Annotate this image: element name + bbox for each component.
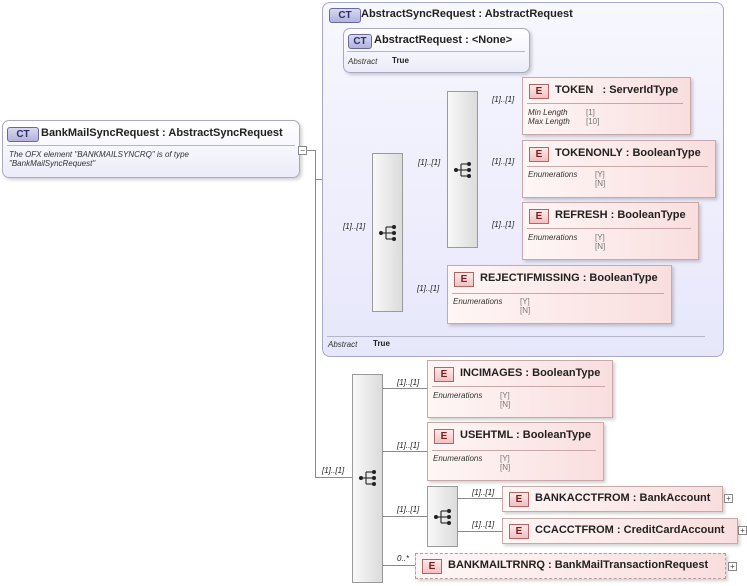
inner-choice-compositor[interactable] [372,153,403,312]
element-badge-icon: E [422,559,442,574]
root-complex-type[interactable]: CT BankMailSyncRequest : AbstractSyncReq… [2,120,300,178]
element-ccacctfrom[interactable]: E CCACCTFROM : CreditCardAccount [502,518,738,544]
sequence-icon [454,162,471,178]
element-usehtml[interactable]: E USEHTML : BooleanType Enumerations [Y]… [427,422,604,481]
element-token[interactable]: E TOKEN : ServerIdType Min Length [1] Ma… [522,77,691,135]
abstract-request-type[interactable]: CT AbstractRequest : <None> Abstract Tru… [343,28,530,73]
complex-type-badge-icon: CT [329,8,361,23]
sequence-icon [379,225,396,241]
inner-sequence-cardinality: [1]..[1] [418,158,441,167]
element-badge-icon: E [529,209,549,224]
root-name: BankMailSyncRequest [41,127,159,139]
bankmailtrnrq-expand-toggle[interactable]: + [728,562,737,571]
abstract-sync-name: AbstractSyncRequest [361,8,476,20]
ccacctfrom-expand-toggle[interactable]: + [738,526,747,535]
outer-sequence-cardinality: [1]..[1] [322,466,345,475]
abstract-request-title: AbstractRequest : <None> [374,34,513,46]
element-badge-icon: E [509,492,529,507]
element-refresh[interactable]: E REFRESH : BooleanType Enumerations [Y]… [522,202,699,260]
element-badge-icon: E [434,367,454,382]
element-bankmailtrnrq[interactable]: E BANKMAILTRNRQ : BankMailTransactionReq… [415,553,726,579]
element-badge-icon: E [434,429,454,444]
root-separator: : [162,127,166,139]
root-type: AbstractSyncRequest [168,127,283,139]
element-tokenonly[interactable]: E TOKENONLY : BooleanType Enumerations [… [522,140,716,198]
outer-sequence-compositor[interactable] [352,374,383,583]
abstract-sync-type: AbstractRequest [484,8,573,20]
root-description: The OFX element "BANKMAILSYNCRQ" is of t… [9,150,189,168]
bankacctfrom-expand-toggle[interactable]: + [724,494,733,503]
account-choice-compositor[interactable] [427,486,458,547]
complex-type-badge-icon: CT [7,127,39,142]
choice-icon [434,509,451,525]
account-choice-cardinality: [1]..[1] [397,505,420,514]
sequence-icon [359,470,376,486]
element-badge-icon: E [529,84,549,99]
inner-sequence-compositor[interactable] [447,91,478,248]
element-rejectifmissing[interactable]: E REJECTIFMISSING : BooleanType Enumerat… [447,265,672,324]
abstract-sync-footer-value: True [373,339,390,348]
element-incimages[interactable]: E INCIMAGES : BooleanType Enumerations [… [427,360,613,418]
abstract-sync-footer-label: Abstract [328,340,358,349]
abstract-sync-title: AbstractSyncRequest : AbstractRequest [361,8,573,20]
element-badge-icon: E [529,147,549,162]
inner-choice-cardinality: [1]..[1] [343,222,366,231]
element-badge-icon: E [454,272,474,287]
root-title: BankMailSyncRequest : AbstractSyncReques… [41,127,283,139]
element-badge-icon: E [509,524,529,539]
root-collapse-toggle[interactable]: − [298,146,307,155]
complex-type-badge-icon: CT [348,34,372,49]
element-bankacctfrom[interactable]: E BANKACCTFROM : BankAccount [502,486,723,512]
